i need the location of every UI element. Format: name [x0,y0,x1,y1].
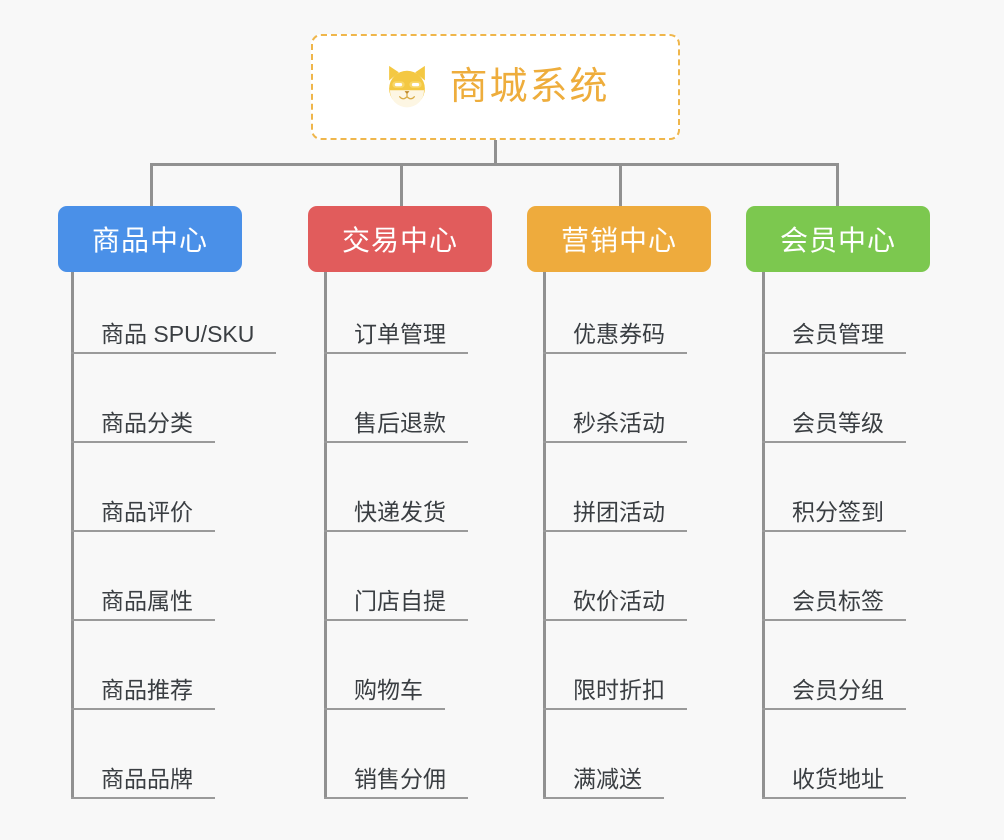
branch-spine-1 [71,272,74,799]
leaf-underline [324,708,445,710]
leaf-underline [762,619,906,621]
leaf-underline [324,352,468,354]
leaf-label: 砍价活动 [573,588,665,614]
leaf-label: 商品分类 [101,410,193,436]
leaf-label: 会员等级 [792,410,884,436]
root-title: 商城系统 [449,66,610,108]
leaf-label: 销售分佣 [354,766,446,792]
leaf-underline [762,352,906,354]
leaf-label: 商品品牌 [101,766,193,792]
leaf-underline [324,530,468,532]
leaf-underline [324,797,468,799]
leaf-underline [324,441,468,443]
leaf-label: 购物车 [354,677,423,703]
leaf-label: 商品属性 [101,588,193,614]
root-node[interactable]: 商城系统 [311,34,680,140]
category-label-3: 营销中心 [560,225,677,256]
connector-root-stem [494,140,497,165]
category-box-3[interactable]: 营销中心 [527,206,711,272]
leaf-label: 拼团活动 [573,499,665,525]
leaf-label: 订单管理 [354,321,446,347]
leaf-label: 积分签到 [792,499,884,525]
leaf-underline [543,797,664,799]
leaf-label: 快递发货 [354,499,446,525]
leaf-underline [71,530,215,532]
leaf-underline [762,708,906,710]
leaf-underline [543,708,687,710]
leaf-label: 会员分组 [792,677,884,703]
leaf-label: 优惠券码 [573,321,665,347]
connector-drop-4 [836,163,839,206]
leaf-label: 秒杀活动 [573,410,665,436]
category-label-1: 商品中心 [91,225,208,256]
leaf-underline [71,441,215,443]
category-box-4[interactable]: 会员中心 [746,206,930,272]
leaf-underline [71,619,215,621]
branch-spine-4 [762,272,765,799]
branch-spine-2 [324,272,327,799]
leaf-underline [543,530,687,532]
leaf-label: 收货地址 [792,766,884,792]
leaf-label: 门店自提 [354,588,446,614]
leaf-underline [324,619,468,621]
leaf-underline [543,619,687,621]
connector-bus [150,163,839,166]
leaf-underline [543,441,687,443]
leaf-underline [71,797,215,799]
leaf-underline [762,797,906,799]
connector-drop-1 [150,163,153,206]
category-label-2: 交易中心 [341,225,458,256]
leaf-underline [71,352,276,354]
connector-drop-3 [619,163,622,206]
shiba-dog-icon [389,65,426,108]
leaf-underline [543,352,687,354]
connector-drop-2 [400,163,403,206]
branch-spine-3 [543,272,546,799]
leaf-label: 商品推荐 [101,677,193,703]
leaf-label: 限时折扣 [573,677,665,703]
leaf-label: 商品评价 [101,499,193,525]
leaf-label: 会员标签 [792,588,884,614]
leaf-label: 会员管理 [792,321,884,347]
category-label-4: 会员中心 [779,225,896,256]
category-box-2[interactable]: 交易中心 [308,206,492,272]
leaf-label: 满减送 [573,766,642,792]
leaf-underline [71,708,215,710]
category-box-1[interactable]: 商品中心 [58,206,242,272]
leaf-underline [762,441,906,443]
leaf-label: 售后退款 [354,410,446,436]
leaf-label: 商品 SPU/SKU [101,321,255,347]
leaf-underline [762,530,906,532]
